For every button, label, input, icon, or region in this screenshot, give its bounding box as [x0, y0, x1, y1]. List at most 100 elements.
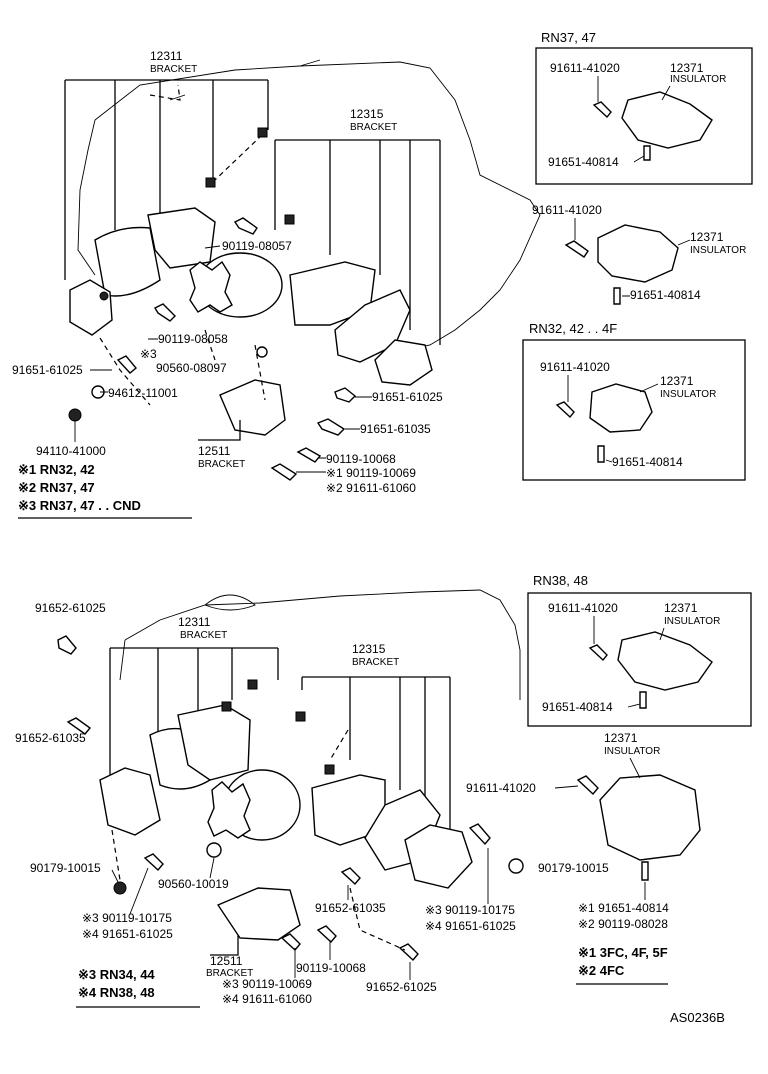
bottom-section: 91652-61025 91652-61035 12311 BRACKET 12…: [15, 573, 752, 1025]
box2-stud-label: 91651-40814: [612, 455, 683, 469]
nut-top-2: [205, 177, 216, 188]
note-bottom-3: ※3 RN34, 44: [78, 967, 155, 982]
bracket-12311-leader: [64, 79, 269, 280]
bottom-bracket-12311-number: 12311: [178, 615, 211, 629]
label-91651-40814-bottom: ※1 91651-40814: [578, 901, 669, 915]
label-12371-main: 12371: [690, 230, 724, 244]
bottom-bracket-12315-number: 12315: [352, 642, 386, 656]
label-12371-bottom: 12371: [604, 731, 638, 745]
stud-91651-40814-bottom: [641, 861, 649, 881]
bottom-bracket-12311-leader: [109, 647, 279, 790]
box3-title: RN38, 48: [533, 573, 588, 588]
dashed-leader-2: [99, 337, 151, 406]
alternator-pulley: [189, 260, 233, 313]
note-3: ※3 RN37, 47 . . CND: [18, 498, 141, 513]
box3-leaders: [593, 616, 665, 708]
bottom-insulator-right: [404, 824, 473, 889]
bottom-bracket-12315-label: BRACKET: [352, 657, 399, 668]
washer-90560-08097: [256, 346, 268, 358]
box3-bolt: [588, 644, 608, 662]
label-91651-61025-left: ※4 91651-61025: [82, 927, 173, 941]
dashed-leader-3: [254, 344, 266, 401]
bracket-12511-label: BRACKET: [198, 459, 245, 470]
nut-top-3: [284, 214, 295, 225]
box3-ins-number: 12371: [664, 601, 698, 615]
bracket-12311-label: BRACKET: [150, 64, 197, 75]
label-insulator-main: INSULATOR: [690, 245, 746, 256]
box3-insulator: [617, 631, 713, 691]
box1-leaders: [597, 76, 671, 163]
bolt-90119-10069-bottom: [280, 933, 301, 952]
engine-outline-top: [77, 59, 541, 351]
label-94612-11001: 94612-11001: [108, 386, 178, 400]
bottom-bracket-12315-leader: [301, 676, 451, 830]
bolt-91651-61025-right: [334, 387, 357, 403]
label-91652-61025-bottom: 91652-61025: [366, 980, 437, 994]
label-90560-10019: 90560-10019: [158, 877, 229, 891]
box2-title: RN32, 42 . . 4F: [529, 321, 617, 336]
box1-insulator: [621, 91, 713, 149]
box3-stud-label: 91651-40814: [542, 700, 613, 714]
bottom-bracket-12511-body: [216, 887, 301, 941]
box1-ins-number: 12371: [670, 61, 704, 75]
nut-left: [99, 291, 109, 301]
variant-box-rn37-47: [535, 47, 753, 185]
label-90119-08028-bottom: ※2 90119-08028: [578, 917, 668, 931]
bottom-nut-1: [221, 701, 232, 712]
insulator-12371-bottom: [599, 774, 701, 861]
bracket-12315-leader: [274, 139, 441, 345]
label-90560-08097: 90560-08097: [156, 361, 227, 375]
bolt-91611-41020-bottom: [576, 775, 599, 796]
washer-90560-10019: [206, 842, 222, 858]
box2-ins-word: INSULATOR: [660, 389, 716, 400]
box1-ins-word: INSULATOR: [670, 74, 726, 85]
bottom-dashed-1: [329, 729, 349, 761]
box2-bolt-label: 91611-41020: [540, 360, 610, 374]
bolt-90119-08058: [154, 303, 176, 322]
box3-bolt-label: 91611-41020: [548, 601, 618, 615]
leaders-top-parts: [74, 245, 372, 473]
bracket-12511-number: 12511: [198, 444, 231, 458]
box1-stud-label: 91651-40814: [548, 155, 619, 169]
bottom-nut-90179-right: [508, 858, 524, 874]
bottom-bracket-12511-number: 12511: [210, 954, 243, 968]
stud-91651-40814-main: [613, 287, 621, 305]
note-bottom-2: ※2 4FC: [578, 963, 625, 978]
label-insulator-bottom: INSULATOR: [604, 746, 660, 757]
bottom-leaders-left: [111, 857, 215, 915]
bottom-nut-90179-left: [113, 881, 127, 895]
bottom-alternator-pulley: [207, 781, 251, 839]
label-91611-41020-main: 91611-41020: [532, 203, 602, 217]
bolt-91652-61035-left: [66, 717, 92, 735]
bolt-90119-10069: [270, 463, 298, 481]
bottom-mount-cushion-left: [99, 767, 161, 836]
bracket-12511-body: [219, 379, 286, 436]
leaders-main-insulator: [574, 218, 691, 297]
bracket-12511-leader: [198, 420, 241, 441]
label-90119-08058: 90119-08058: [158, 332, 228, 346]
bolt-91651-61035: [316, 418, 346, 436]
box2-ins-number: 12371: [660, 374, 694, 388]
bottom-dashed-3: [349, 887, 406, 951]
top-section: 12311 BRACKET 12315 BRACKET 12511 BRACKE…: [12, 30, 753, 519]
label-90119-10175-left: ※3 90119-10175: [82, 911, 172, 925]
diagram-code: AS0236B: [670, 1010, 725, 1025]
note-1: ※1 RN32, 42: [18, 462, 95, 477]
nut-94110-41000: [68, 408, 82, 422]
box1-bolt-label: 91611-41020: [550, 61, 620, 75]
box2-bolt: [555, 401, 575, 419]
label-90119-10068: 90119-10068: [326, 452, 396, 466]
label-90179-10015-right: 90179-10015: [538, 861, 609, 875]
box3-stud: [639, 691, 647, 709]
bottom-nut-3: [295, 711, 306, 722]
bolt-91611-41020-main: [564, 240, 589, 258]
label-91651-40814-main: 91651-40814: [630, 288, 701, 302]
bottom-bracket-12511-leader: [210, 935, 239, 956]
insulator-12371-main: [597, 224, 679, 283]
label-91652-61035-left: 91652-61035: [15, 731, 86, 745]
mount-cushion-left: [94, 226, 161, 297]
bottom-stud-left: [143, 853, 164, 872]
label-91611-41020-bottom: 91611-41020: [466, 781, 536, 795]
bracket-plate-left: [147, 207, 216, 269]
label-90119-10175-right: ※3 90119-10175: [425, 903, 515, 917]
